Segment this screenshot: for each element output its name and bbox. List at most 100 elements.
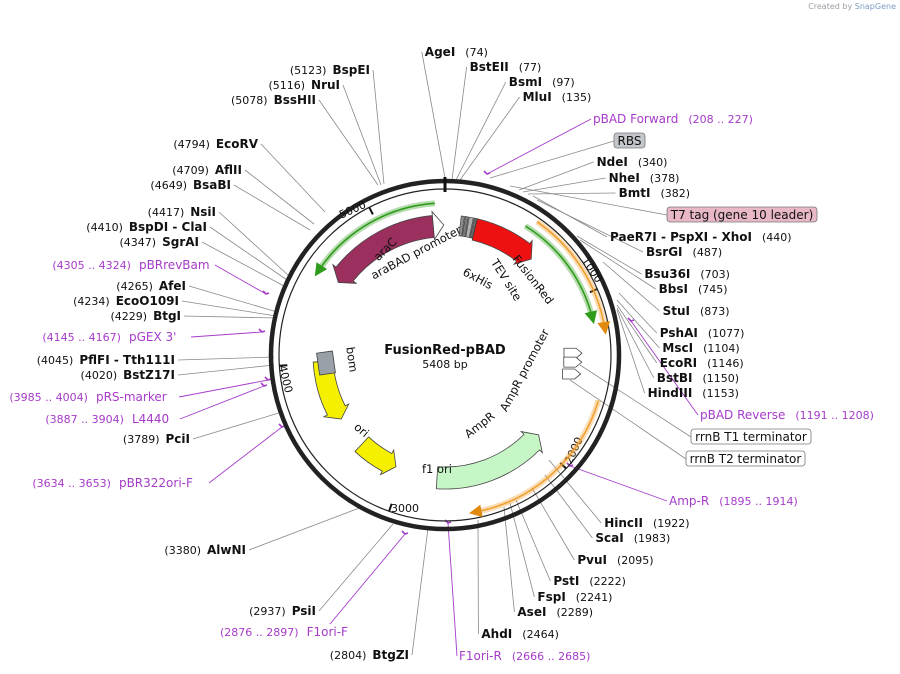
box-rrnb-t2-terminator <box>685 450 806 467</box>
enzyme-site-ecori: EcoRI (1146) <box>660 356 744 370</box>
primer-leader <box>208 426 283 484</box>
enzyme-site-alwni: (3380)AlwNI <box>164 543 246 557</box>
feature-label-ampr-promoter: AmpR promoter <box>497 326 552 413</box>
primer-name: pRS-marker <box>96 390 167 404</box>
snapgene-credit: Created by SnapGene <box>808 2 896 11</box>
leader-line <box>509 185 668 216</box>
enzyme-site-bsteii: BstEII(77) <box>470 60 542 74</box>
leader-line <box>421 51 446 179</box>
primer-position: (1191 .. 1208) <box>795 409 874 422</box>
enzyme-site-psti: PstI(2222) <box>553 574 626 588</box>
enzyme-site-aflii: (4709)AflII <box>172 163 242 177</box>
primer-leader <box>178 379 269 398</box>
primer-position: (2876 .. 2897) <box>220 626 299 639</box>
enzyme-site-bspdi-clai: (4410)BspDI - ClaI <box>86 220 207 234</box>
enzyme-site-nrui: (5116)NruI <box>268 78 340 92</box>
enzyme-site-bstbi: BstBI(1150) <box>657 371 739 385</box>
enzyme-position: (4794) <box>173 138 210 151</box>
enzyme-position: (4347) <box>120 236 157 249</box>
enzyme-name: EcoO109I <box>116 294 179 308</box>
enzyme-name: NsiI <box>190 205 216 219</box>
credit-brand: SnapGene <box>854 2 896 11</box>
enzyme-name: BbsI <box>659 282 688 296</box>
enzyme-site-bsu36i: Bsu36I(703) <box>644 267 730 281</box>
label-leaders <box>177 51 699 657</box>
primer-arrow <box>262 290 270 295</box>
enzyme-name: AseI <box>517 605 546 619</box>
enzyme-position: (4020) <box>81 369 118 382</box>
box-label-t7-tag-gene-10-leader: T7 tag (gene 10 leader) <box>670 208 814 222</box>
leader-line <box>531 487 575 561</box>
enzyme-name: HindIII <box>648 386 693 400</box>
primer-name: F1ori-R <box>459 649 502 663</box>
primer-position: (3887 .. 3904) <box>45 413 124 426</box>
leader-line <box>181 300 277 317</box>
primer-arrow <box>264 376 272 381</box>
enzyme-position: (440) <box>762 231 792 244</box>
primer-site-f1ori-f: (2876 .. 2897)F1ori-F <box>220 625 348 639</box>
enzyme-name: AflII <box>215 163 242 177</box>
primer-position: (208 .. 227) <box>688 113 753 126</box>
credit-prefix: Created by <box>808 2 853 11</box>
leader-line <box>183 315 277 319</box>
leader-line <box>509 502 535 598</box>
enzyme-site-bmti: BmtI(382) <box>619 186 690 200</box>
primer-site-prs-marker: (3985 .. 4004)pRS-marker <box>9 390 166 404</box>
enzyme-name: EcoRI <box>660 356 697 370</box>
primer-site-pgex-3: (4145 .. 4167)pGEX 3' <box>42 330 176 344</box>
enzyme-name: BspDI - ClaI <box>129 220 207 234</box>
leader-line <box>616 299 660 349</box>
enzyme-position: (74) <box>465 46 488 59</box>
marker-rrnb-t2 <box>563 356 583 368</box>
enzyme-position: (4649) <box>150 179 187 192</box>
leader-line <box>579 239 656 290</box>
orf-ampr-orange <box>469 400 600 518</box>
primer-arrow <box>401 530 409 535</box>
feature-arac <box>332 215 435 284</box>
enzyme-site-btgzi: (2804)BtgZI <box>330 648 409 662</box>
enzyme-position: (1922) <box>653 517 690 530</box>
enzyme-site-hincii: HincII(1922) <box>604 516 689 530</box>
feature-arabad-promoter <box>431 210 445 241</box>
enzyme-site-sgrai: (4347)SgrAI <box>120 235 199 249</box>
leader-line <box>548 459 602 524</box>
enzyme-name: PstI <box>553 574 579 588</box>
enzyme-site-agei: AgeI(74) <box>425 45 488 59</box>
primer-arrow <box>483 170 491 175</box>
enzyme-site-pvui: PvuI(2095) <box>577 553 653 567</box>
enzyme-name: ScaI <box>595 531 623 545</box>
enzyme-position: (873) <box>700 305 730 318</box>
leader-line <box>602 261 660 312</box>
leader-line <box>260 143 326 213</box>
enzyme-name: AlwNI <box>207 543 246 557</box>
leader-line <box>218 211 290 277</box>
enzyme-site-ahdi: AhdI(2464) <box>481 627 558 641</box>
leader-line <box>192 411 283 440</box>
enzyme-site-psii: (2937)PsiI <box>249 604 316 618</box>
enzyme-position: (135) <box>562 91 592 104</box>
primer-name: pGEX 3' <box>129 330 176 344</box>
primer-position: (4305 .. 4324) <box>52 259 131 272</box>
primer-leader <box>329 533 406 625</box>
feature-label-bom: bom <box>343 346 360 373</box>
primer-name: pBAD Reverse <box>700 408 785 422</box>
tag-segment <box>462 216 469 238</box>
primer-arrow <box>627 317 635 322</box>
feature-ampr <box>435 430 544 490</box>
primer-site-pbrrevbam: (4305 .. 4324)pBRrevBam <box>52 258 209 272</box>
feature-f1-ori <box>354 436 397 476</box>
primer-arrow <box>260 382 268 387</box>
orf-arcs <box>314 200 611 518</box>
box-label-rrnb-t1-terminator: rrnB T1 terminator <box>695 430 807 444</box>
leader-line <box>616 307 655 379</box>
enzyme-name: AfeI <box>159 279 186 293</box>
enzyme-name: BtgZI <box>372 648 409 662</box>
enzyme-position: (1146) <box>707 357 744 370</box>
enzyme-name: BstEII <box>470 60 509 74</box>
primer-leader <box>569 465 668 502</box>
feature-label-f1-ori: f1 ori <box>422 462 452 476</box>
box-t7-tag-gene-10-leader <box>666 206 818 223</box>
feature-label-6xhis: 6xHis <box>460 265 495 292</box>
enzyme-site-asei: AseI(2289) <box>517 605 593 619</box>
